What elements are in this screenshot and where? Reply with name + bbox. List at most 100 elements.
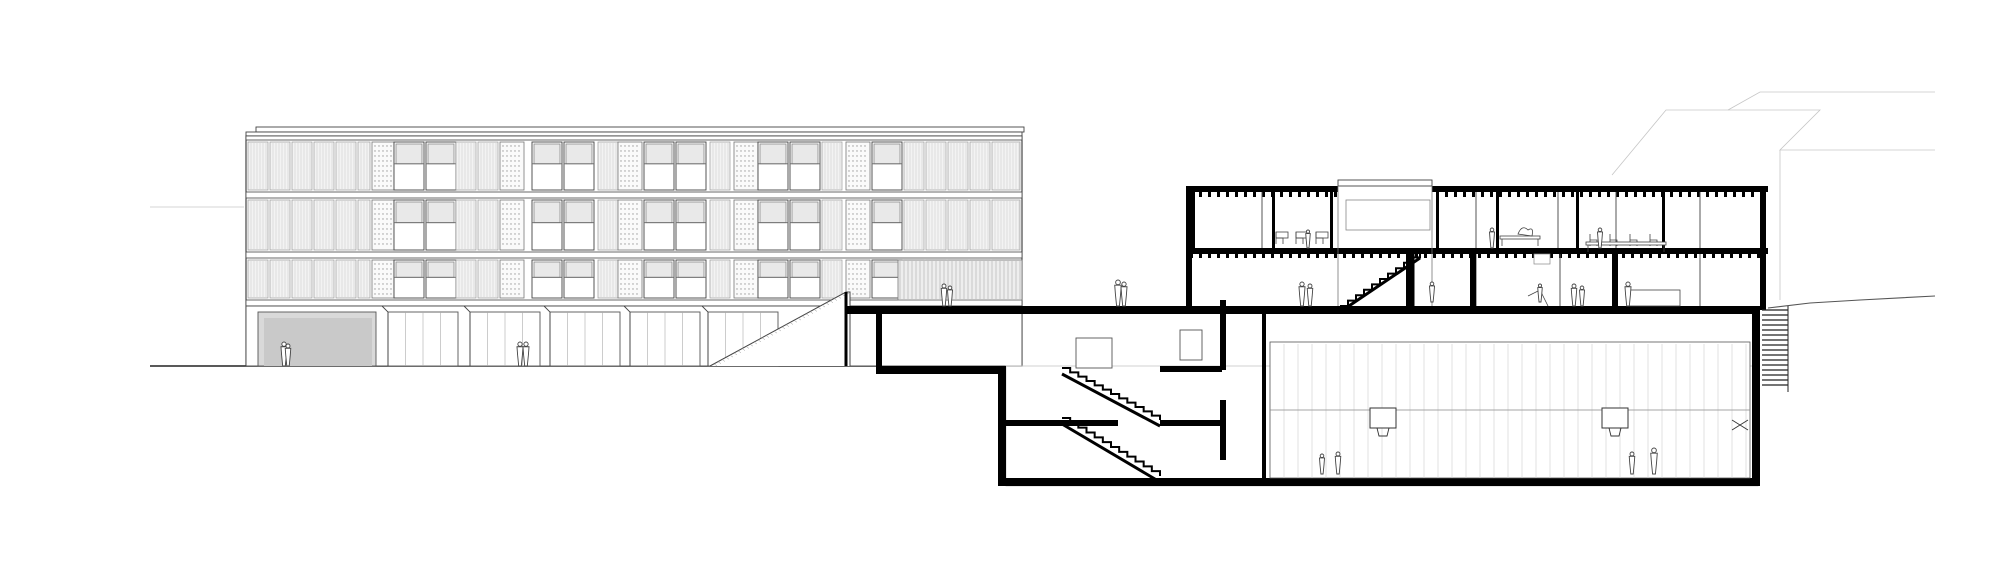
perforation-dot (518, 150, 520, 152)
perforation-dot (378, 268, 380, 270)
perforation-dot (628, 213, 630, 215)
stair-flight (1340, 252, 1421, 307)
ramp-tread (793, 320, 798, 323)
ramp-tread (785, 324, 790, 327)
perforation-dot (624, 185, 626, 187)
perforation-dot (752, 175, 754, 177)
ramp-tread (825, 302, 830, 306)
perforation-dot (856, 218, 858, 220)
perforation-dot (506, 273, 508, 275)
window-glass (533, 201, 561, 224)
perforation-dot (740, 278, 742, 280)
perforation-dot (864, 160, 866, 162)
perforated-panel (499, 141, 525, 191)
roof-beam (1445, 192, 1448, 197)
perforation-dot (632, 283, 634, 285)
perforation-dot (860, 185, 862, 187)
perforation-dot (860, 145, 862, 147)
slab-beam (1451, 254, 1454, 258)
perforation-dot (620, 283, 622, 285)
perforation-dot (374, 145, 376, 147)
perforation-dot (632, 150, 634, 152)
perforation-dot (852, 155, 854, 157)
perforation-dot (744, 165, 746, 167)
perforation-dot (378, 203, 380, 205)
perforation-dot (748, 170, 750, 172)
perforation-dot (852, 263, 854, 265)
perforation-dot (506, 228, 508, 230)
perforation-dot (864, 155, 866, 157)
perforation-dot (736, 155, 738, 157)
slab-beam (1424, 254, 1427, 258)
slab-beam (1316, 254, 1319, 258)
perforation-dot (628, 155, 630, 157)
perforation-dot (514, 218, 516, 220)
roof-beam (1706, 192, 1709, 197)
ramp-tread (777, 328, 782, 332)
roof-beam (1307, 192, 1310, 197)
perforation-dot (864, 293, 866, 295)
perforation-dot (856, 180, 858, 182)
perforation-dot (636, 243, 638, 245)
perforation-dot (390, 233, 392, 235)
roof-beam (1190, 192, 1193, 197)
perforation-dot (518, 283, 520, 285)
perforation-dot (632, 165, 634, 167)
perforation-dot (740, 155, 742, 157)
perforation-dot (628, 233, 630, 235)
roof-beam (1316, 192, 1319, 197)
perforation-dot (748, 273, 750, 275)
perforation-dot (514, 150, 516, 152)
perforation-dot (510, 203, 512, 205)
perforation-dot (860, 293, 862, 295)
perforation-dot (624, 213, 626, 215)
perforation-dot (736, 278, 738, 280)
perforation-dot (518, 175, 520, 177)
perforation-dot (752, 170, 754, 172)
perforation-dot (506, 293, 508, 295)
roof-beam (1562, 192, 1565, 197)
perforation-dot (382, 238, 384, 240)
person-figure (1121, 281, 1127, 287)
person-figure (1318, 457, 1326, 475)
perforation-dot (378, 243, 380, 245)
perforation-dot (864, 175, 866, 177)
perforation-dot (740, 150, 742, 152)
perforation-dot (510, 218, 512, 220)
perforation-dot (518, 170, 520, 172)
perforation-dot (628, 263, 630, 265)
perforation-dot (848, 278, 850, 280)
perforation-dot (502, 288, 504, 290)
perforation-dot (378, 233, 380, 235)
perforation-dot (632, 268, 634, 270)
perforation-dot (740, 165, 742, 167)
perforation-dot (510, 233, 512, 235)
backboard (1369, 407, 1397, 429)
person-figure (1298, 286, 1306, 307)
perforation-dot (636, 278, 638, 280)
perforation-dot (848, 175, 850, 177)
perforation-dot (382, 263, 384, 265)
column-line (1192, 186, 1195, 248)
perforation-dot (378, 213, 380, 215)
perforation-dot (378, 273, 380, 275)
perforation-dot (628, 160, 630, 162)
perforation-dot (632, 278, 634, 280)
perforation-dot (382, 243, 384, 245)
perforation-dot (620, 273, 622, 275)
column (701, 305, 709, 366)
perforation-dot (510, 145, 512, 147)
window-glass (873, 143, 901, 165)
ramp-tread (753, 341, 758, 345)
perforation-dot (386, 170, 388, 172)
perforation-dot (382, 150, 384, 152)
perforation-dot (506, 243, 508, 245)
window-glass (759, 201, 787, 224)
perforation-dot (748, 155, 750, 157)
perforation-dot (736, 165, 738, 167)
person-figure (1628, 455, 1636, 475)
roof-beam (1607, 192, 1610, 197)
perforation-dot (382, 155, 384, 157)
roof-beam (1760, 192, 1763, 197)
perforation-dot (386, 228, 388, 230)
